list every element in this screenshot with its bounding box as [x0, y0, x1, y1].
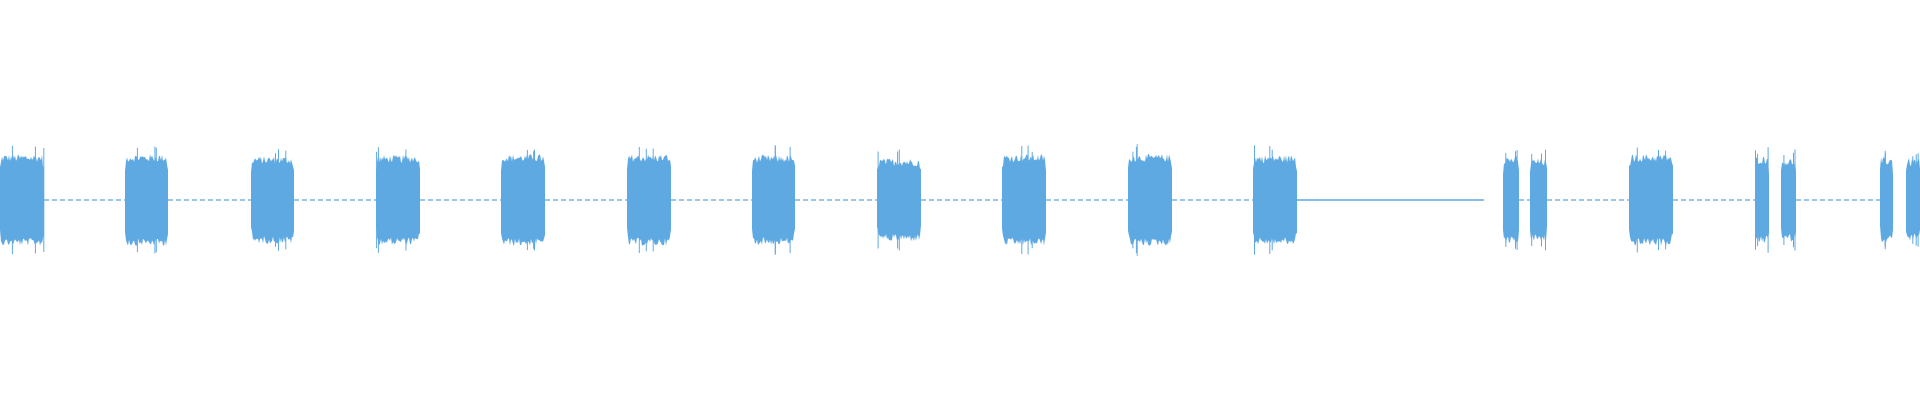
waveform-burst-shape-8	[1002, 154, 1046, 246]
waveform-burst-shape-1	[125, 154, 168, 246]
waveform-burst-shape-14	[1755, 156, 1769, 243]
waveform-burst-shape-6	[752, 154, 795, 246]
waveform-burst-16	[1880, 150, 1893, 250]
waveform-burst-shape-12	[1530, 158, 1547, 241]
waveform-burst-3	[376, 147, 420, 253]
waveform-burst-0	[0, 145, 45, 255]
waveform-burst-6	[752, 145, 795, 255]
waveform-burst-shape-5	[627, 154, 671, 246]
waveform-burst-4	[501, 149, 545, 251]
waveform-burst-13	[1629, 147, 1673, 253]
waveform-burst-shape-16	[1880, 157, 1893, 243]
waveform-burst-14	[1755, 147, 1769, 253]
waveform-burst-17	[1906, 153, 1920, 247]
waveform-burst-12	[1530, 149, 1547, 251]
waveform-burst-15	[1781, 149, 1796, 251]
waveform-burst-shape-2	[251, 156, 294, 244]
waveform-burst-1	[125, 146, 168, 254]
waveform-burst-shape-3	[376, 154, 420, 246]
waveform-burst-shape-0	[0, 154, 44, 246]
waveform-burst-8	[1002, 145, 1046, 255]
waveform-burst-5	[627, 147, 671, 253]
waveform-burst-11	[1503, 150, 1519, 250]
waveform-burst-9	[1128, 144, 1172, 256]
waveform-burst-shape-4	[501, 154, 545, 246]
waveform-burst-7	[877, 149, 921, 251]
waveform-burst-shape-9	[1128, 154, 1172, 246]
waveform-burst-shape-15	[1781, 159, 1796, 242]
waveform-burst-10	[1253, 145, 1297, 255]
waveform-burst-shape-10	[1253, 155, 1297, 245]
waveform-burst-shape-13	[1629, 154, 1673, 246]
waveform-burst-2	[251, 149, 294, 251]
